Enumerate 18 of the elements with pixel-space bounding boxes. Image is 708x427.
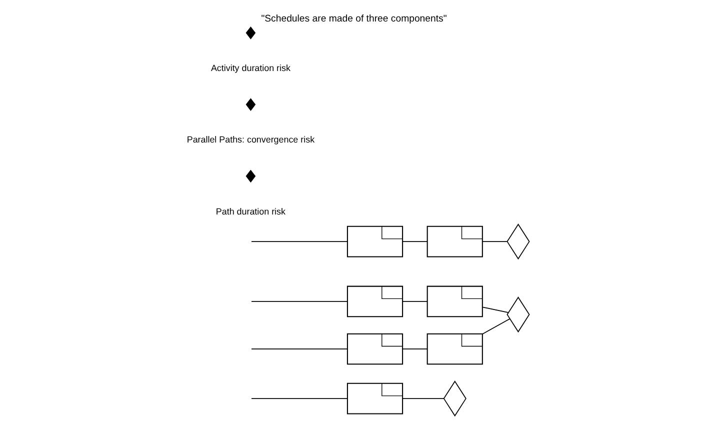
node-diamond — [443, 380, 466, 417]
connector — [251, 398, 348, 399]
connector — [251, 241, 348, 242]
connector — [482, 306, 509, 314]
connector — [251, 301, 348, 302]
diagram-title: "Schedules are made of three components" — [261, 14, 447, 25]
connector — [482, 241, 508, 242]
connector — [402, 301, 428, 302]
connector — [482, 318, 510, 334]
label: Parallel Paths: convergence risk — [186, 134, 315, 145]
connector — [402, 398, 444, 399]
connector — [402, 241, 428, 242]
label: Path duration risk — [216, 206, 286, 216]
node-diamond — [506, 296, 530, 333]
connector — [251, 348, 348, 350]
connector — [402, 348, 428, 350]
label: Activity duration risk — [210, 63, 290, 74]
node-diamond — [506, 224, 530, 260]
